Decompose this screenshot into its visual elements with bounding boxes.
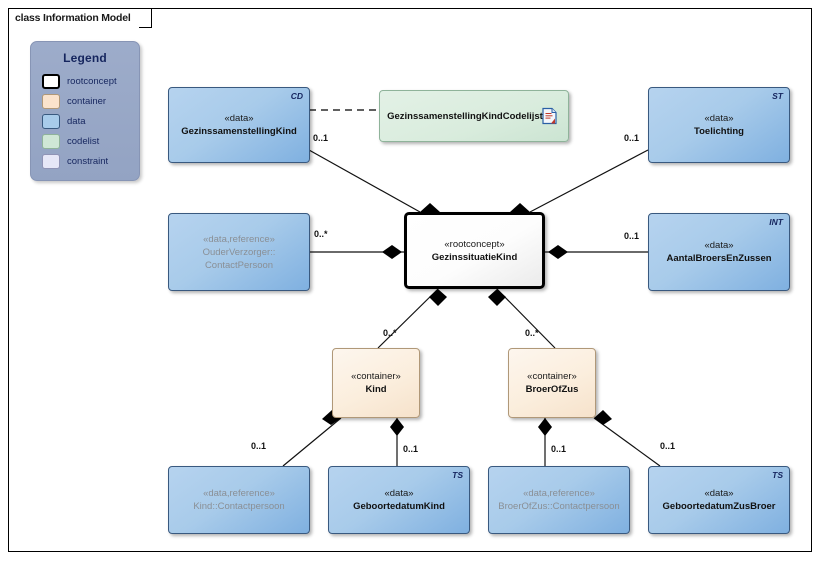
- stereotype-label: «data»: [224, 113, 254, 124]
- stereotype-label: «data»: [384, 488, 414, 499]
- legend-panel: Legend rootconcept container data codeli…: [30, 41, 140, 181]
- legend-item-codelist: codelist: [42, 131, 139, 151]
- multiplicity-ouderverzorger: 0..*: [314, 229, 328, 239]
- multiplicity-gezinssamenstellingkind: 0..1: [313, 133, 329, 143]
- multiplicity-geboortedatumkind: 0..1: [403, 444, 419, 454]
- stereotype-label: «rootconcept»: [444, 238, 505, 250]
- multiplicity-broerofzus: 0..*: [525, 328, 539, 338]
- node-name: GeboortedatumKind: [353, 501, 445, 512]
- node-gezinssamenstellingkindcodelijst[interactable]: GezinssamenstellingKindCodelijst: [379, 90, 569, 142]
- legend-swatch-codelist: [42, 133, 60, 149]
- legend-item-container: container: [42, 91, 139, 111]
- legend-item-rootconcept: rootconcept: [42, 71, 139, 91]
- legend-title: Legend: [63, 51, 107, 65]
- node-gezinssituatiekind[interactable]: «rootconcept» GezinssituatieKind: [404, 212, 545, 289]
- type-tag-int: INT: [769, 217, 783, 227]
- legend-label-data: data: [67, 115, 86, 127]
- node-name: BroerOfZus: [525, 384, 579, 395]
- node-name: GezinssamenstellingKind: [181, 126, 297, 137]
- node-aantalbroersenzussen[interactable]: INT «data» AantalBroersEnZussen: [648, 213, 790, 291]
- node-geboortedatumkind[interactable]: TS «data» GeboortedatumKind: [328, 466, 470, 534]
- node-geboortedatumzusbroer[interactable]: TS «data» GeboortedatumZusBroer: [648, 466, 790, 534]
- diagram-title: class Information Model: [15, 12, 131, 24]
- legend-label-constraint: constraint: [67, 155, 109, 167]
- legend-swatch-container: [42, 93, 60, 109]
- legend-item-constraint: constraint: [42, 151, 139, 171]
- node-toelichting[interactable]: ST «data» Toelichting: [648, 87, 790, 163]
- stereotype-label: «data»: [704, 488, 734, 499]
- legend-label-codelist: codelist: [67, 135, 100, 147]
- node-name: GezinssituatieKind: [431, 251, 518, 263]
- node-ouderverzorger-contactpersoon[interactable]: «data,reference» OuderVerzorger:: Contac…: [168, 213, 310, 291]
- stereotype-label: «data,reference»: [203, 488, 275, 499]
- stereotype-label: «container»: [351, 371, 401, 382]
- type-tag-st: ST: [772, 91, 783, 101]
- node-name: GezinssamenstellingKindCodelijst: [387, 110, 543, 122]
- node-name-line1: OuderVerzorger::: [202, 246, 276, 258]
- legend-items: rootconcept container data codelist cons…: [31, 71, 139, 171]
- stereotype-label: «data»: [704, 240, 734, 251]
- multiplicity-toelichting: 0..1: [624, 133, 640, 143]
- tab-slant-corner: [135, 8, 151, 28]
- legend-swatch-constraint: [42, 153, 60, 169]
- multiplicity-kind-contactpersoon: 0..1: [251, 441, 267, 451]
- legend-swatch-data: [42, 113, 60, 129]
- node-name: AantalBroersEnZussen: [666, 253, 772, 264]
- node-kind[interactable]: «container» Kind: [332, 348, 420, 418]
- multiplicity-aantalbroersenzussen: 0..1: [624, 231, 640, 241]
- node-name-line2: ContactPersoon: [204, 259, 274, 271]
- stereotype-label: «data,reference»: [203, 233, 275, 245]
- multiplicity-geboortedatumzusbroer: 0..1: [660, 441, 676, 451]
- tab-underline-mask: [9, 27, 139, 30]
- multiplicity-broerofzus-contactpersoon: 0..1: [551, 444, 567, 454]
- node-broerofzus[interactable]: «container» BroerOfZus: [508, 348, 596, 418]
- node-name: Kind: [365, 384, 387, 395]
- stereotype-label: «data,reference»: [523, 488, 595, 499]
- type-tag-cd: CD: [290, 91, 303, 101]
- node-name: GeboortedatumZusBroer: [662, 501, 776, 512]
- node-gezinssamenstellingkind[interactable]: CD «data» GezinssamenstellingKind: [168, 87, 310, 163]
- legend-item-data: data: [42, 111, 139, 131]
- node-kind-contactpersoon[interactable]: «data,reference» Kind::Contactpersoon: [168, 466, 310, 534]
- legend-label-container: container: [67, 95, 107, 107]
- node-name: Toelichting: [694, 126, 744, 137]
- node-broerofzus-contactpersoon[interactable]: «data,reference» BroerOfZus::Contactpers…: [488, 466, 630, 534]
- node-name: Kind::Contactpersoon: [193, 501, 285, 512]
- legend-label-rootconcept: rootconcept: [67, 75, 117, 87]
- node-name: BroerOfZus::Contactpersoon: [498, 501, 620, 512]
- legend-swatch-rootconcept: [42, 73, 60, 89]
- note-document-icon: [542, 107, 557, 125]
- stereotype-label: «data»: [704, 113, 734, 124]
- diagram-title-tab: class Information Model: [8, 8, 152, 28]
- type-tag-ts: TS: [452, 470, 463, 480]
- multiplicity-kind: 0..*: [383, 328, 397, 338]
- type-tag-ts: TS: [772, 470, 783, 480]
- stereotype-label: «container»: [527, 371, 577, 382]
